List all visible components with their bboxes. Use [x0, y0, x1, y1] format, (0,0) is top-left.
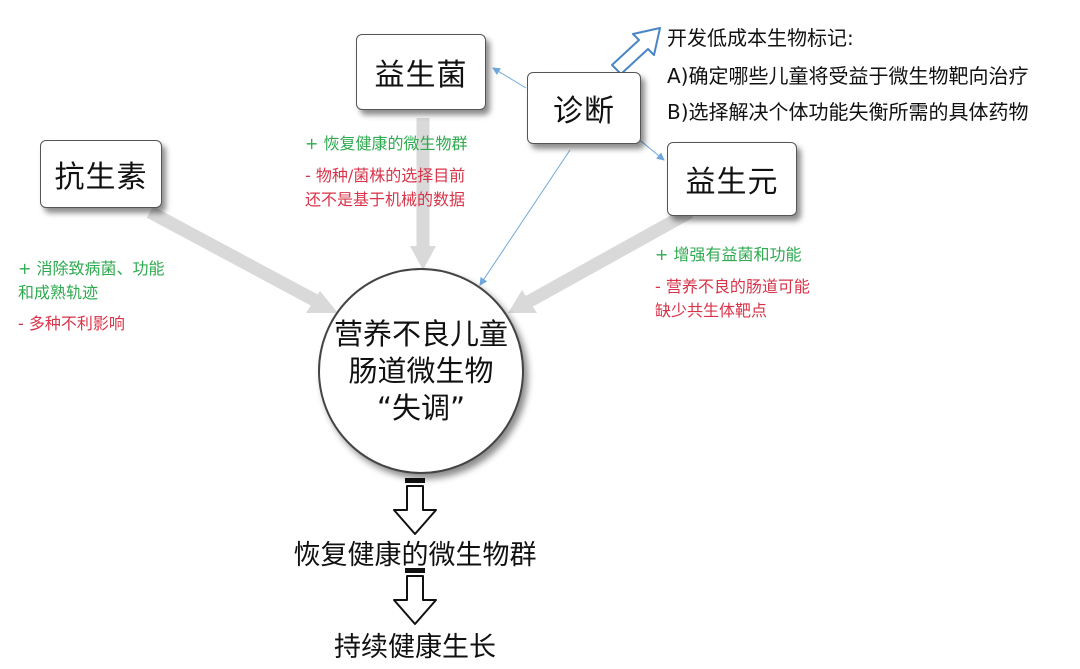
- prebiotics-label: 益生元: [685, 165, 779, 200]
- antibiotics-label: 抗生素: [54, 160, 148, 195]
- center-line-1: 营养不良儿童: [333, 316, 508, 351]
- center-line-2: 肠道微生物: [348, 353, 494, 388]
- prebiotics-arrow: [508, 206, 694, 313]
- probiotics-minus-note: - 物种/菌株的选择目前 还不是基于机械的数据: [305, 164, 465, 212]
- antibiotics-minus-note: - 多种不利影响: [18, 314, 125, 333]
- antibiotics-plus-note: + 消除致病菌、功能 和成熟轨迹: [18, 257, 165, 305]
- outcome-restore-microbiota: 恢复健康的微生物群: [293, 540, 537, 571]
- probiotics-minus-line-2: 还不是基于机械的数据: [305, 190, 466, 209]
- prebiotics-plus-note: + 增强有益菌和功能: [655, 245, 802, 264]
- probiotics-minus-line-1: - 物种/菌株的选择目前: [305, 166, 466, 185]
- antibiotics-plus-line-1: + 消除致病菌、功能: [18, 259, 165, 278]
- probiotics-label: 益生菌: [374, 58, 468, 93]
- diagnosis-text-line-2: A)确定哪些儿童将受益于微生物靶向治疗: [667, 64, 1029, 88]
- antibiotics-box: 抗生素: [40, 140, 162, 208]
- diagnosis-box: 诊断: [527, 72, 641, 144]
- diagnosis-to-probiotics-arrow: [492, 67, 527, 89]
- diagnosis-text-line-1: 开发低成本生物标记:: [667, 26, 854, 50]
- antibiotics-arrow: [146, 206, 338, 313]
- prebiotics-box: 益生元: [667, 142, 797, 216]
- probiotics-arrow: [410, 118, 436, 270]
- diagnosis-outline-arrow: [611, 27, 661, 75]
- diagnosis-label: 诊断: [553, 94, 615, 129]
- center-circle: 营养不良儿童 肠道微生物 “失调”: [318, 268, 524, 474]
- probiotics-plus-note: + 恢复健康的微生物群: [305, 134, 468, 153]
- outcome-sustained-growth: 持续健康生长: [334, 632, 496, 663]
- diagnosis-to-circle-arrow: [479, 149, 571, 286]
- prebiotics-minus-line-1: - 营养不良的肠道可能: [655, 277, 810, 296]
- prebiotics-minus-note: - 营养不良的肠道可能 缺少共生体靶点: [655, 275, 810, 323]
- down-arrow-1: [393, 478, 437, 535]
- center-line-3: “失调”: [376, 390, 466, 425]
- diagnosis-text-line-3: B)选择解决个体功能失衡所需的具体药物: [667, 100, 1029, 124]
- probiotics-box: 益生菌: [356, 34, 486, 110]
- down-arrow-2: [393, 568, 437, 625]
- antibiotics-plus-line-2: 和成熟轨迹: [18, 283, 99, 302]
- prebiotics-minus-line-2: 缺少共生体靶点: [655, 301, 768, 320]
